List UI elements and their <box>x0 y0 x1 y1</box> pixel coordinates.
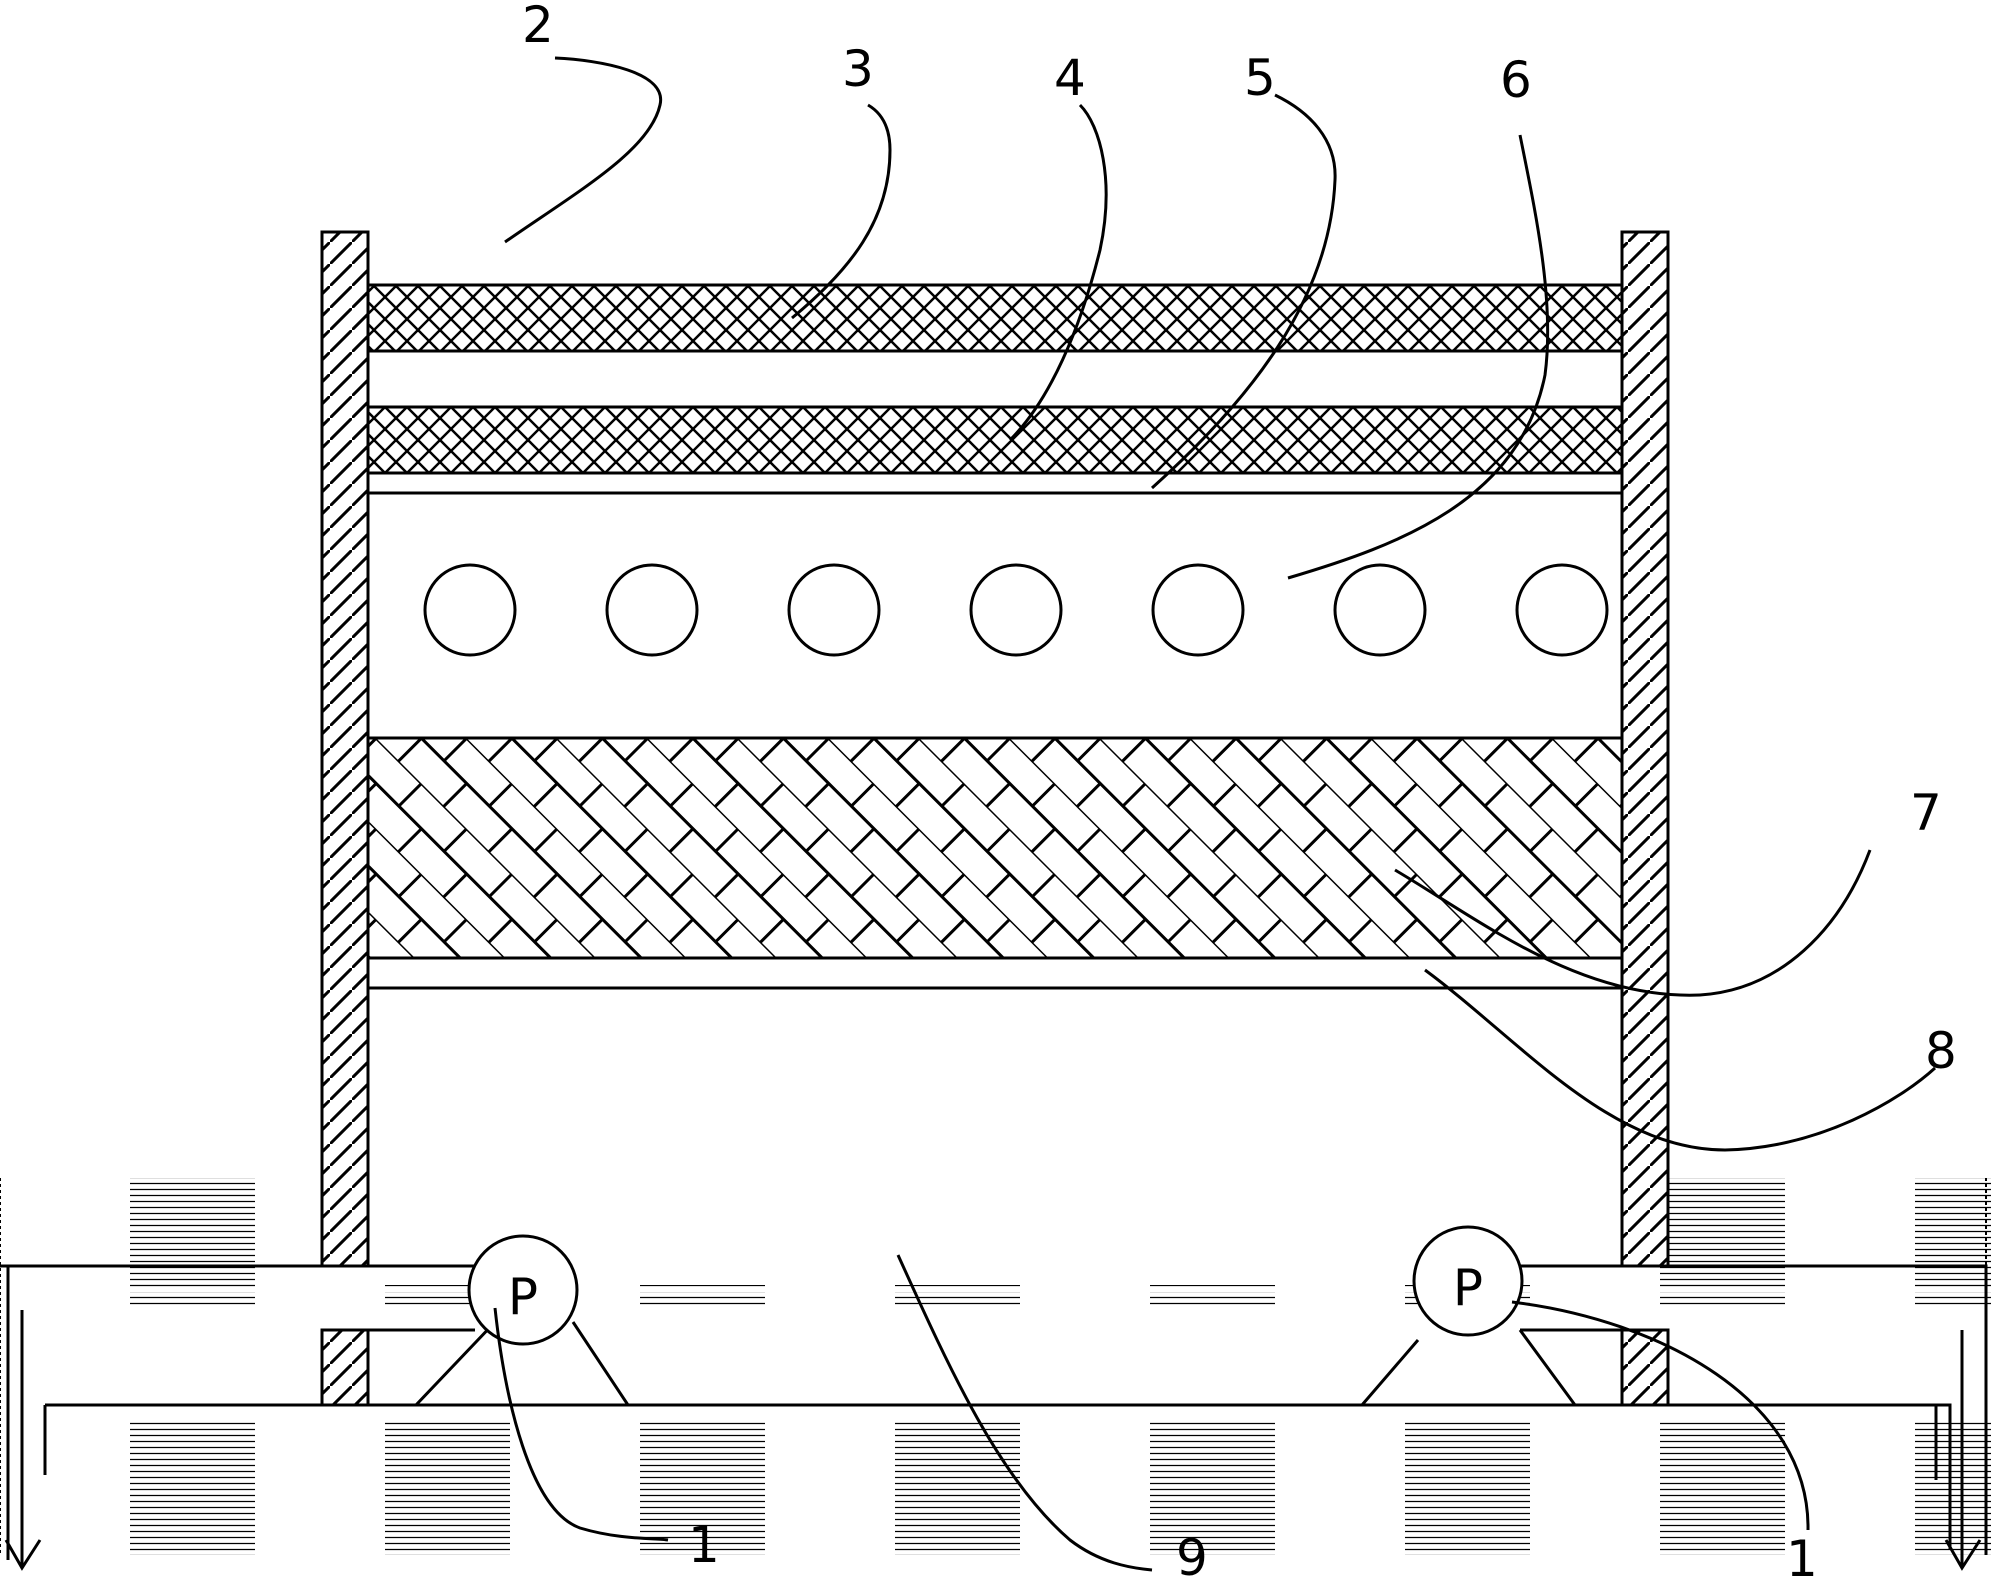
tube <box>1515 563 1609 657</box>
right-wall <box>1620 230 1670 1407</box>
leader-8 <box>1424 968 1937 1152</box>
pump-support-right <box>1360 1329 1577 1406</box>
coarse-media-layer <box>366 736 1624 960</box>
leader-1a <box>493 1307 669 1542</box>
label-9: 9 <box>1176 1529 1208 1580</box>
tube <box>605 563 699 657</box>
pipe-system <box>0 1264 1988 1560</box>
tube <box>969 563 1063 657</box>
label-8: 8 <box>1925 1022 1957 1080</box>
tube <box>1151 563 1245 657</box>
leader-9 <box>896 1254 1153 1572</box>
label-4: 4 <box>1054 49 1086 107</box>
leader-1b <box>1511 1300 1810 1531</box>
tube <box>423 563 517 657</box>
label-6: 6 <box>1500 51 1532 109</box>
tube <box>787 563 881 657</box>
second-mesh-layer <box>366 405 1624 475</box>
tube <box>1333 563 1427 657</box>
pump-left-symbol: P <box>508 1268 538 1326</box>
leader-6 <box>1287 134 1550 580</box>
leader-7 <box>1394 849 1872 997</box>
callout-labels: 2 3 4 5 6 7 8 1 9 1 <box>522 0 1957 1580</box>
leader-2 <box>504 56 663 244</box>
leader-3 <box>791 103 892 320</box>
label-2: 2 <box>522 0 554 54</box>
pump-left: P <box>467 1234 579 1346</box>
outflow-arrow-left <box>4 1310 42 1571</box>
label-5: 5 <box>1244 49 1276 107</box>
tube-row <box>423 563 1609 657</box>
label-3: 3 <box>842 40 874 98</box>
label-1b: 1 <box>1786 1530 1818 1580</box>
leader-lines <box>493 56 1937 1572</box>
leader-5 <box>1150 93 1337 490</box>
base-plate-layer <box>366 956 1624 990</box>
left-wall <box>320 230 370 1407</box>
thin-plate-layer <box>366 471 1624 495</box>
label-7: 7 <box>1910 784 1942 842</box>
pump-right: P <box>1412 1225 1524 1337</box>
pump-right-symbol: P <box>1453 1259 1483 1317</box>
top-mesh-layer <box>366 283 1624 353</box>
outflow-arrow-right <box>1944 1330 1982 1571</box>
label-1a: 1 <box>688 1516 720 1574</box>
leader-4 <box>1008 103 1108 442</box>
pump-support-left <box>414 1320 630 1407</box>
